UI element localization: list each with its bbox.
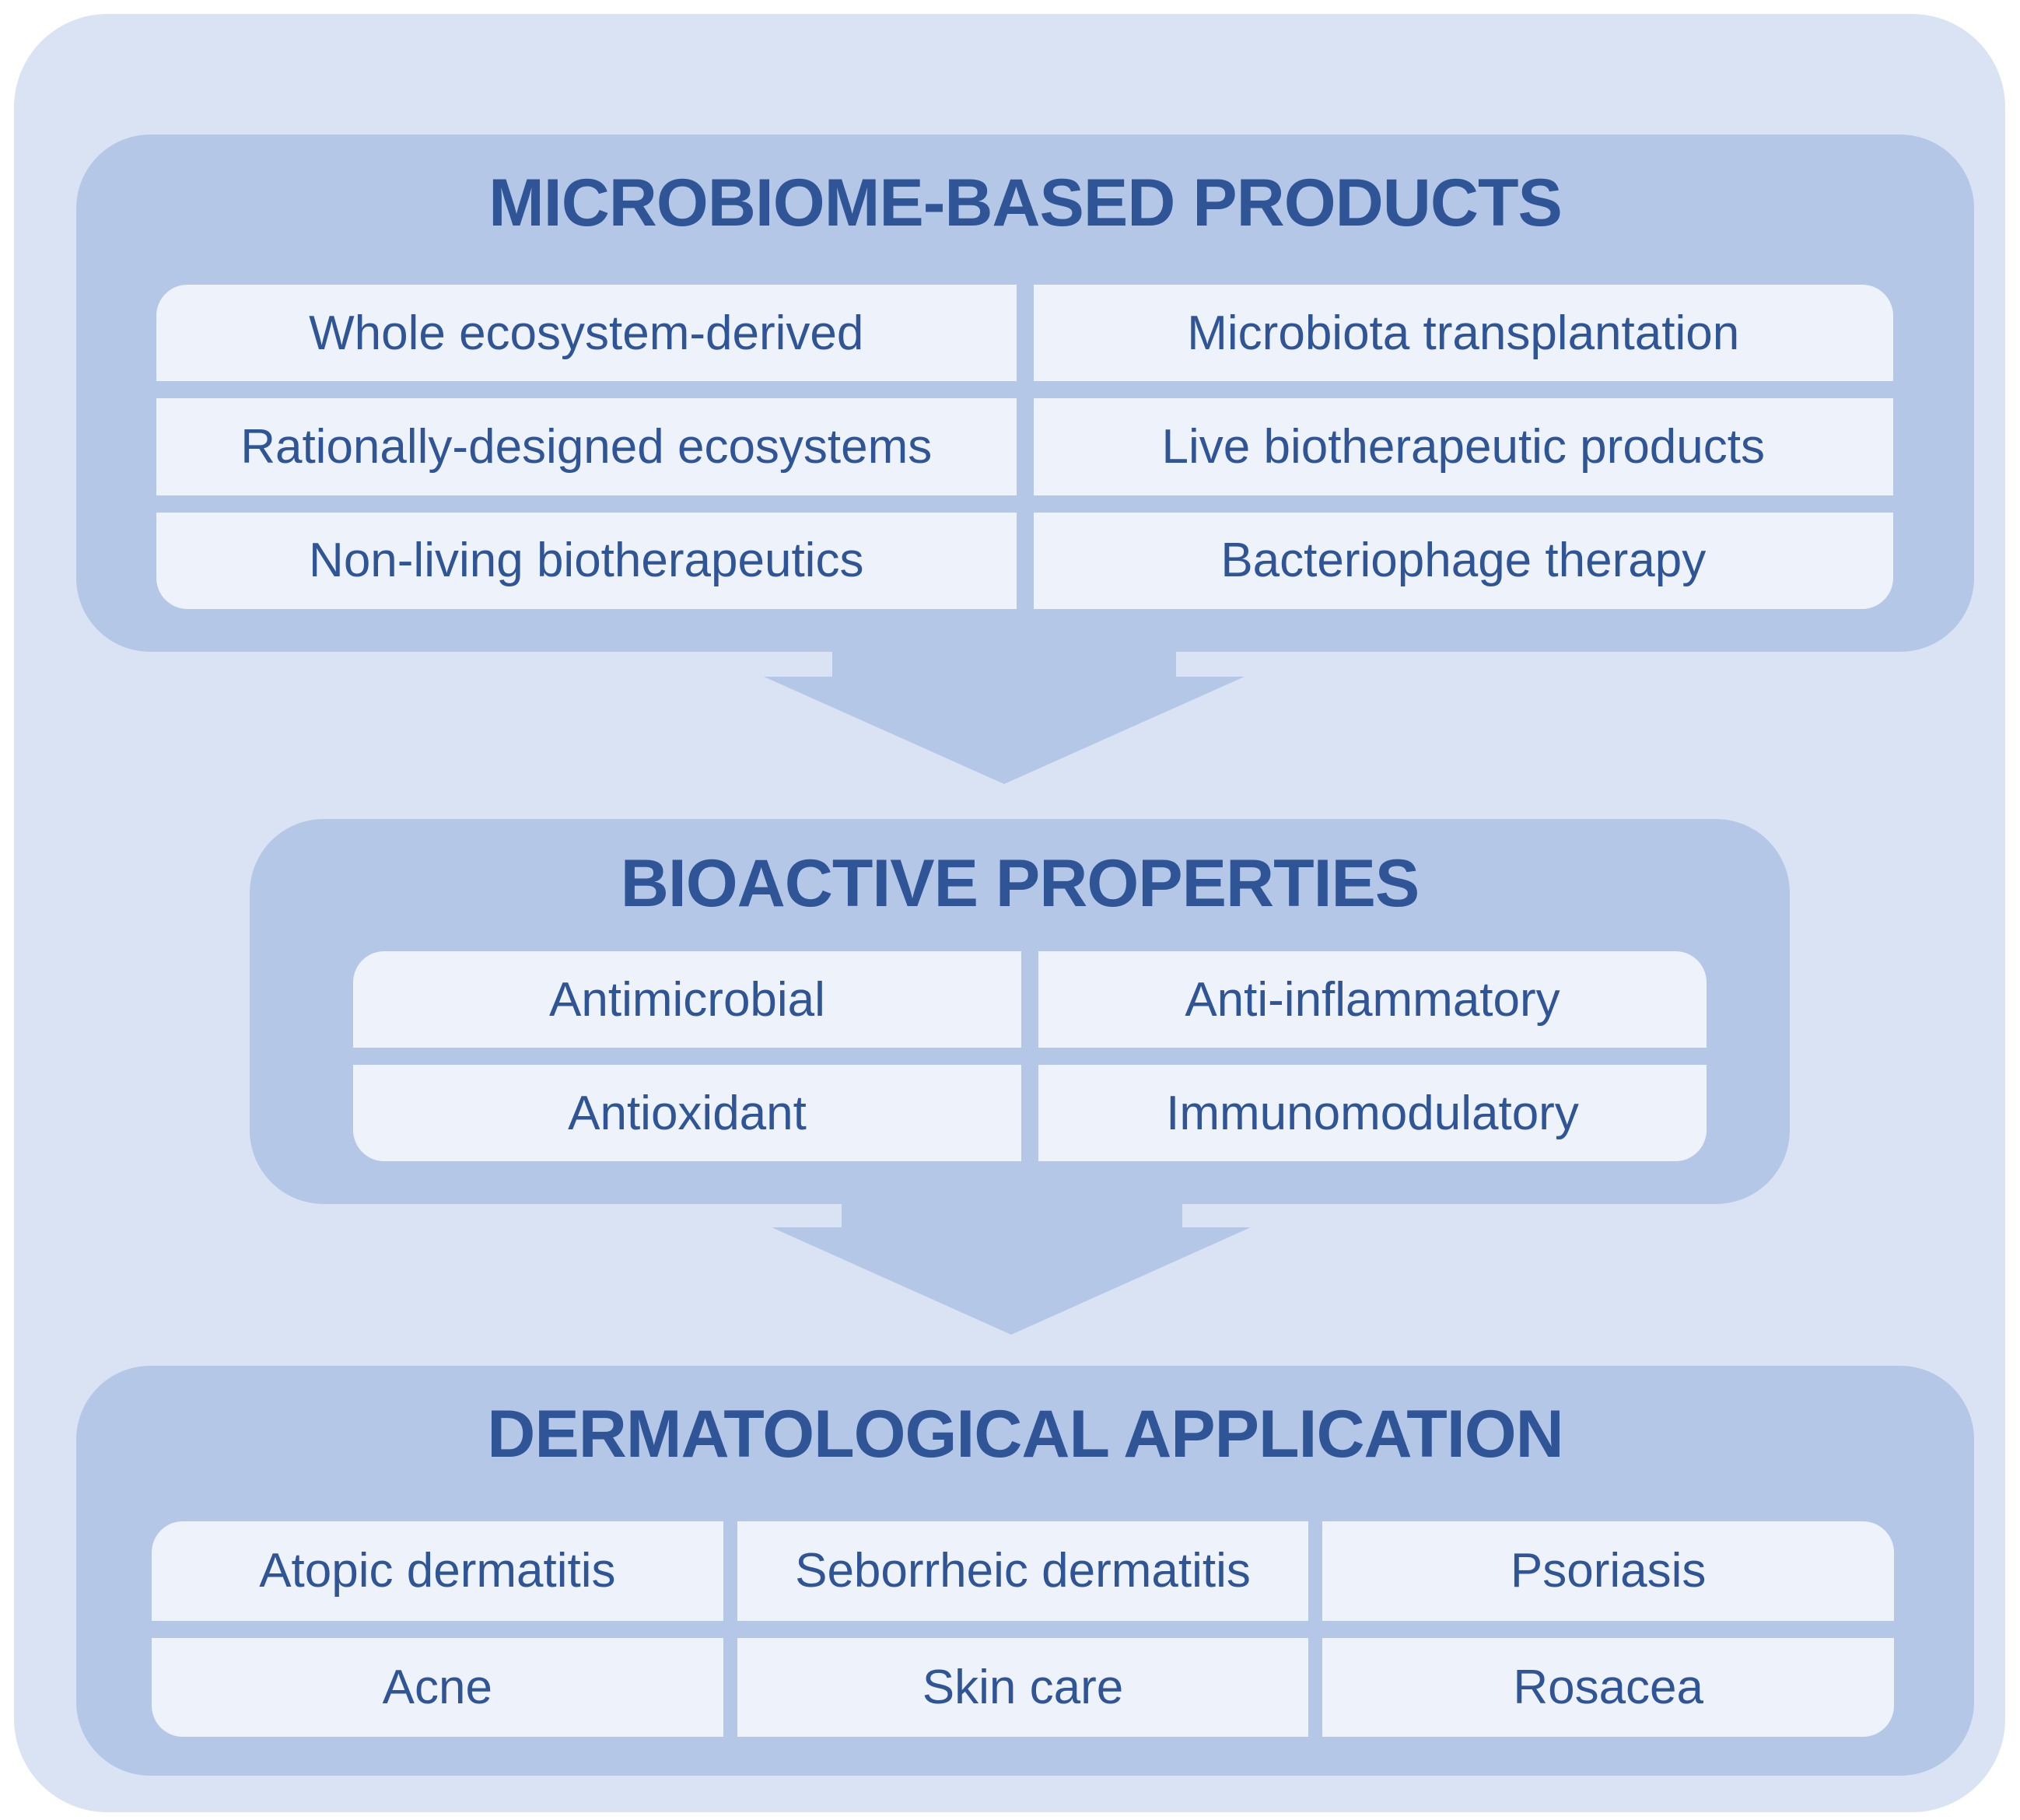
product-item-whole-ecosystem: Whole ecosystem-derived: [156, 285, 1017, 382]
application-item-atopic-dermatitis: Atopic dermatitis: [152, 1521, 723, 1621]
product-item-live-biotherapeutic: Live biotherapeutic products: [1033, 398, 1893, 495]
property-item-antioxidant: Antioxidant: [353, 1065, 1021, 1161]
products-grid: Whole ecosystem-derived Microbiota trans…: [156, 285, 1893, 609]
property-item-immunomodulatory: Immunomodulatory: [1038, 1065, 1707, 1161]
bioactive-title: BIOACTIVE PROPERTIES: [620, 846, 1420, 921]
property-item-anti-inflammatory: Anti-inflammatory: [1038, 951, 1707, 1048]
application-item-rosacea: Rosacea: [1322, 1637, 1894, 1737]
diagram-background: MICROBIOME-BASED PRODUCTS Whole ecosyste…: [14, 14, 2005, 1812]
application-item-seborrheic-dermatitis: Seborrheic dermatitis: [737, 1521, 1309, 1621]
products-title: MICROBIOME-BASED PRODUCTS: [488, 166, 1563, 240]
property-item-antimicrobial: Antimicrobial: [353, 951, 1021, 1048]
bioactive-properties-section: BIOACTIVE PROPERTIES Antimicrobial Anti-…: [250, 819, 1790, 1204]
application-item-acne: Acne: [152, 1637, 723, 1737]
down-arrow-icon: [772, 1188, 1251, 1335]
product-item-microbiota-transplantation: Microbiota transplantation: [1033, 285, 1893, 382]
dermatological-title: DERMATOLOGICAL APPLICATION: [487, 1397, 1563, 1472]
product-item-rationally-designed: Rationally-designed ecosystems: [156, 398, 1017, 495]
dermatological-grid: Atopic dermatitis Seborrheic dermatitis …: [152, 1521, 1894, 1737]
dermatological-application-section: DERMATOLOGICAL APPLICATION Atopic dermat…: [76, 1366, 1974, 1776]
application-item-skin-care: Skin care: [737, 1637, 1309, 1737]
bioactive-grid: Antimicrobial Anti-inflammatory Antioxid…: [353, 951, 1707, 1161]
product-item-non-living: Non-living biotherapeutics: [156, 512, 1017, 609]
application-item-psoriasis: Psoriasis: [1322, 1521, 1894, 1621]
down-arrow-icon: [764, 638, 1245, 784]
product-item-bacteriophage: Bacteriophage therapy: [1033, 512, 1893, 609]
microbiome-products-section: MICROBIOME-BASED PRODUCTS Whole ecosyste…: [76, 135, 1974, 652]
